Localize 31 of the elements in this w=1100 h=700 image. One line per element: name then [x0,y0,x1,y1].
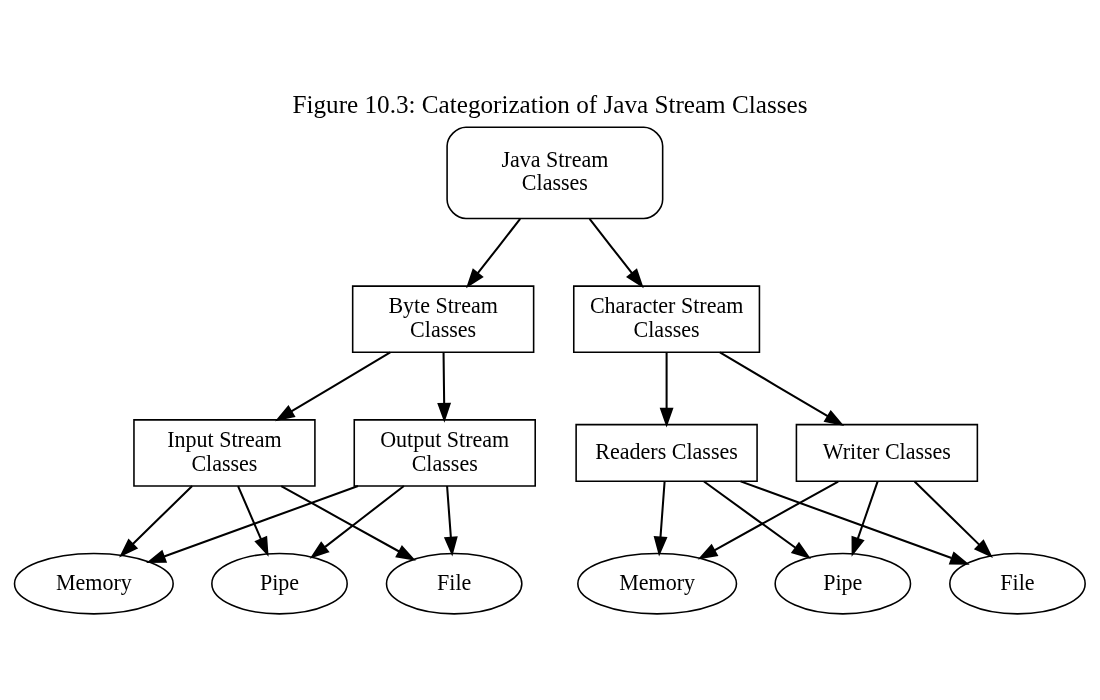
arrow [653,481,668,557]
node-ellipse: Memory [13,552,174,615]
diagram-title: Figure 10.3: Categorization of Java Stream Classes [292,90,808,118]
arrow [119,485,193,558]
node-ellipse: Pipe [774,552,912,615]
node-box: Java Stream Classes [446,126,664,220]
arrow [719,351,845,426]
node-box: Byte Stream Classes [351,285,535,353]
arrow [588,218,644,289]
arrow [280,485,416,561]
arrow [309,485,405,559]
arrow [913,480,993,559]
node-ellipse: Memory [577,552,738,615]
arrow [851,481,879,557]
arrow [443,485,458,557]
arrow [466,218,521,289]
arrow [659,352,674,428]
arrow [146,485,359,564]
node-box: Writer Classes [795,423,979,483]
node-ellipse: Pipe [211,552,348,615]
arrow [697,480,839,560]
arrow [275,351,391,422]
node-box: Output Stream Classes [353,419,536,487]
arrow [703,480,812,560]
arrow [437,352,452,423]
node-box: Character Stream Classes [572,285,761,353]
node-ellipse: File [385,552,523,615]
node-box: Input Stream Classes [133,419,316,487]
arrow [237,485,269,557]
arrow [740,480,970,565]
node-box: Readers Classes [575,423,758,483]
